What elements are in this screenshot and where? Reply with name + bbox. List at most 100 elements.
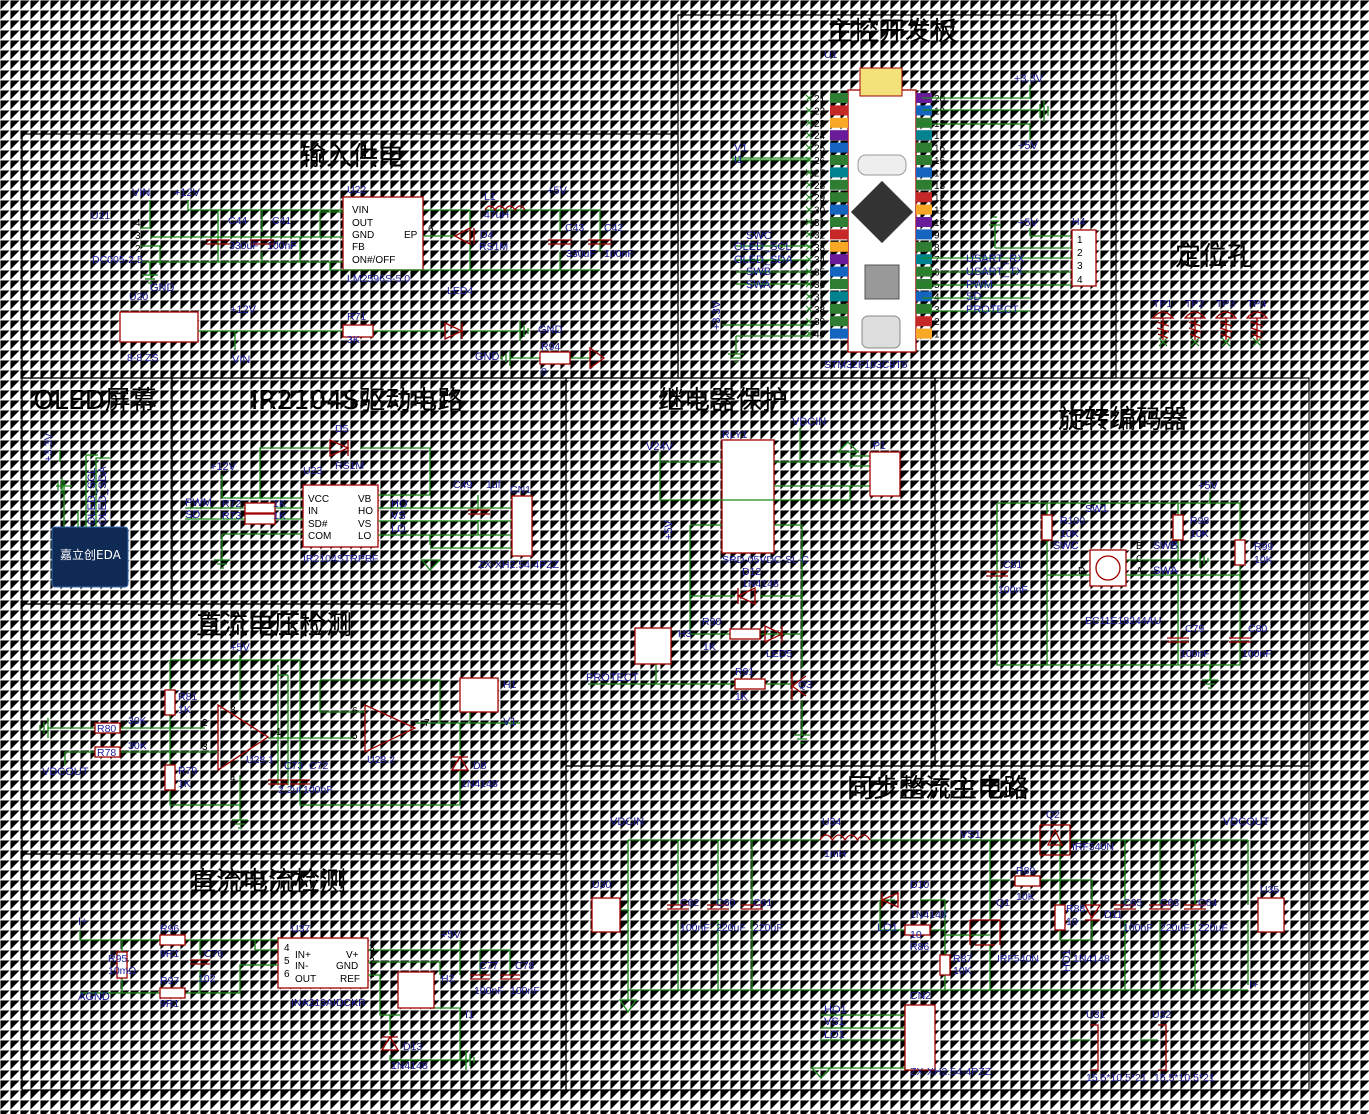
svg-text:HO: HO	[391, 498, 408, 510]
svg-text:R95: R95	[108, 953, 127, 965]
svg-text:SD: SD	[966, 291, 981, 303]
header-pins	[859, 67, 903, 97]
mcu-right-pin-number: 11	[934, 206, 945, 217]
svg-text:IR2104STRPBF: IR2104STRPBF	[303, 553, 378, 565]
svg-text:8: 8	[230, 705, 236, 716]
svg-text:SWC: SWC	[1053, 540, 1079, 552]
svg-text:C41: C41	[272, 215, 291, 227]
svg-text:10K: 10K	[953, 965, 972, 977]
no-connect-mark	[1221, 337, 1231, 347]
svg-text:CN2: CN2	[910, 990, 931, 1002]
svg-text:VDCOUT: VDCOUT	[1223, 816, 1270, 828]
frame-rectifier	[565, 765, 1310, 1091]
svg-text:D13: D13	[403, 1041, 422, 1053]
r95	[116, 951, 128, 979]
svg-text:U35: U35	[1260, 884, 1279, 896]
svg-text:4: 4	[284, 943, 290, 954]
svg-text:1K: 1K	[273, 498, 286, 510]
mcu-right-pin	[916, 142, 932, 153]
svg-text:IRF540N: IRF540N	[1072, 841, 1114, 853]
svg-text:+5V: +5V	[230, 642, 251, 654]
svg-text:+5V: +5V	[1018, 140, 1039, 152]
mcu-left-pin	[830, 192, 848, 203]
mcu-board: 2122232425262728293031323334353637383940…	[711, 49, 1097, 371]
svg-text:C64: C64	[1198, 897, 1217, 909]
svg-text:C81: C81	[1003, 559, 1022, 571]
svg-text:3: 3	[135, 231, 141, 242]
r72	[244, 502, 276, 514]
svg-text:R79: R79	[178, 765, 197, 777]
mcu-left-pin-number: 35	[814, 268, 826, 279]
svg-text:TP3: TP3	[1216, 298, 1235, 310]
svg-text:R71: R71	[347, 311, 366, 323]
svg-text:D11: D11	[1104, 909, 1123, 921]
svg-text:SD#: SD#	[308, 519, 328, 530]
mcu-right-pin	[916, 279, 932, 289]
mcu-right-pin-number: 17	[934, 131, 946, 142]
voltage-detect-circuit: +5V R81 1K 30K R80 30K R78 VDCOUT R79 1K…	[39, 642, 520, 829]
svg-text:H2: H2	[441, 973, 455, 985]
mcu-left-pin	[830, 229, 848, 240]
svg-text:DC005-2.5: DC005-2.5	[92, 254, 143, 266]
svg-text:100nF: 100nF	[1242, 648, 1272, 660]
svg-text:SWA: SWA	[746, 279, 771, 291]
mcu-right-pin-number: 20	[934, 94, 946, 105]
svg-text:VS: VS	[391, 510, 406, 522]
svg-text:RS1M: RS1M	[479, 241, 508, 253]
svg-text:D10: D10	[910, 879, 929, 891]
mcu-right-pin	[916, 155, 932, 165]
svg-text:C63: C63	[1160, 897, 1179, 909]
svg-text:ZX-XH2.54-4PZZ: ZX-XH2.54-4PZZ	[478, 559, 560, 571]
mcu-right-pin	[916, 254, 932, 265]
no-connect-mark	[1252, 337, 1262, 347]
svg-text:D5: D5	[335, 423, 349, 435]
svg-text:FB: FB	[352, 242, 365, 253]
mcu-left-pin-number: 23	[814, 119, 826, 130]
svg-text:U1: U1	[824, 49, 838, 61]
svg-text:H1: H1	[503, 679, 517, 691]
svg-text:IN+: IN+	[295, 950, 311, 961]
svg-text:OLED_SCL: OLED_SCL	[734, 241, 791, 253]
svg-text:U22: U22	[347, 184, 366, 196]
mcu-left-pin-number: 33	[814, 243, 826, 254]
u37-chip	[277, 937, 369, 989]
r97	[159, 987, 186, 999]
no-connect-mark	[805, 193, 813, 201]
svg-text:VIN: VIN	[232, 354, 250, 366]
svg-text:LO: LO	[358, 531, 372, 542]
encoder-knob	[1095, 555, 1121, 581]
mcu-left-pin-number: 38	[814, 305, 826, 316]
svg-text:C42: C42	[604, 222, 623, 234]
h3-connector	[634, 627, 672, 665]
svg-text:VIN: VIN	[132, 187, 150, 199]
no-connect-mark	[1158, 337, 1168, 347]
title-relay: 继电器保护	[658, 386, 788, 416]
screw-hole-icon	[1245, 311, 1269, 340]
no-connect-mark	[805, 169, 813, 176]
svg-text:R87: R87	[953, 953, 972, 965]
svg-text:ON#/OFF: ON#/OFF	[352, 255, 395, 266]
r79	[164, 764, 176, 791]
mcu-left-pin-number: 28	[814, 181, 826, 192]
svg-text:COM: COM	[308, 531, 331, 542]
svg-text:RLY1: RLY1	[722, 429, 748, 441]
svg-text:IN-: IN-	[295, 961, 308, 972]
mcu-right-pin	[916, 192, 932, 203]
svg-text:0: 0	[541, 366, 547, 378]
svg-text:30K: 30K	[128, 740, 147, 752]
svg-text:R97: R97	[160, 975, 179, 987]
title-ir2104: IR2104S驱动电路	[251, 386, 463, 416]
svg-text:TP1: TP1	[1153, 298, 1172, 310]
svg-text:R90: R90	[702, 616, 721, 628]
svg-text:HO: HO	[358, 506, 373, 517]
mcu-right-pin-number: 13	[934, 181, 946, 192]
mcu-left-pin-number: 29	[814, 193, 826, 204]
svg-text:+5V: +5V	[1198, 480, 1219, 492]
svg-text:I1: I1	[465, 1009, 474, 1021]
svg-text:220uF: 220uF	[716, 922, 746, 934]
svg-text:R72: R72	[222, 498, 241, 510]
svg-text:D4: D4	[480, 229, 494, 241]
mounting-holes: TP1 TP2 TP3 TP4	[1151, 298, 1269, 347]
